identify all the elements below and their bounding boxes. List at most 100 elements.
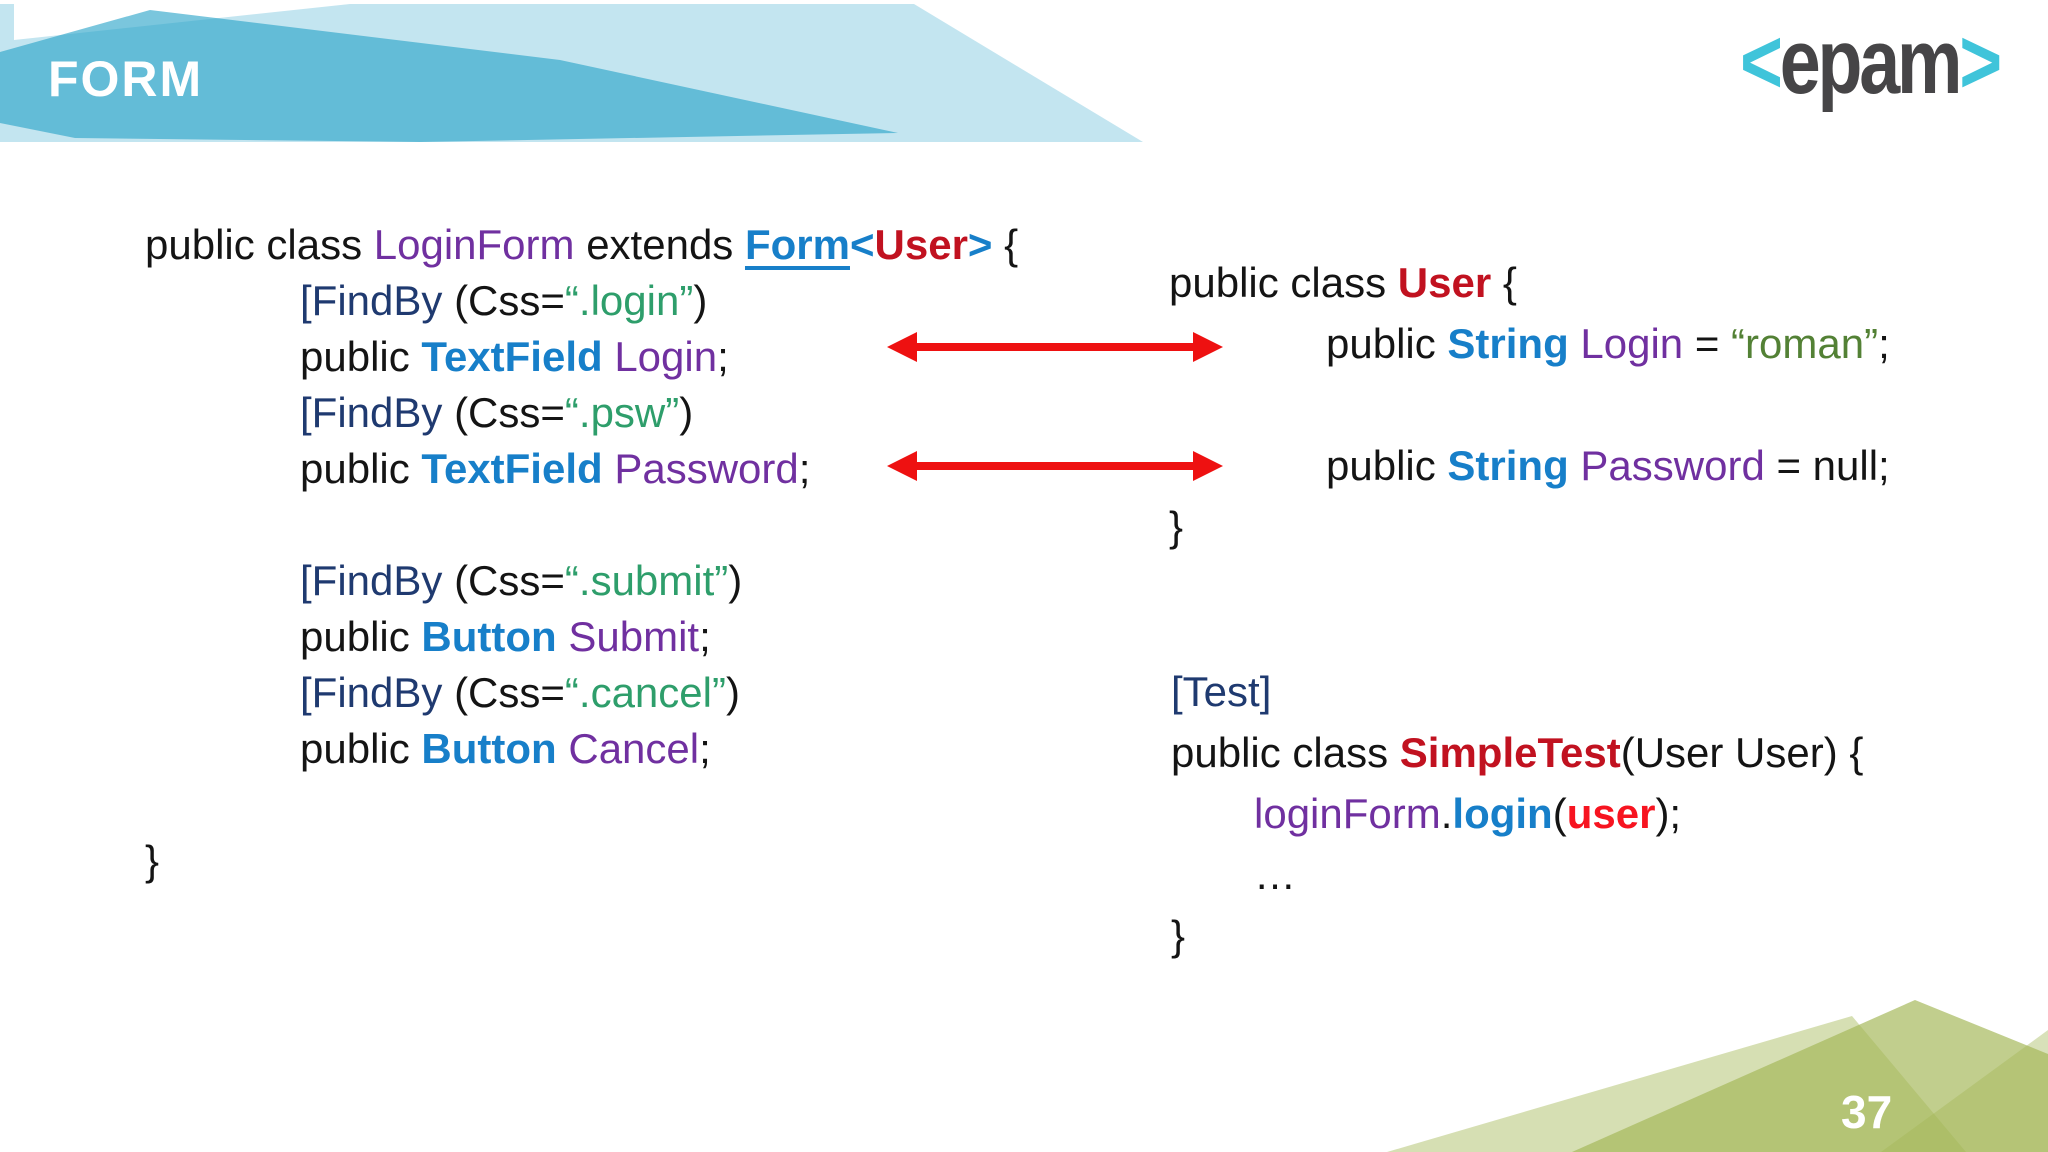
code-token: > — [967, 221, 993, 268]
code-token: loginForm — [1254, 790, 1441, 837]
code-token: Submit — [556, 613, 700, 660]
code-token: Password — [602, 445, 799, 492]
code-token: [FindBy — [300, 389, 455, 436]
code-token: User — [874, 221, 968, 268]
code-token: Cancel — [556, 725, 700, 772]
code-token: [FindBy — [300, 669, 455, 716]
code-line: } — [145, 833, 1018, 889]
code-token: … — [1254, 851, 1296, 898]
code-line — [145, 497, 1018, 553]
code-token: LoginForm — [373, 221, 575, 268]
code-line: public class User { — [1169, 252, 1890, 313]
code-token: (Css= — [454, 669, 565, 716]
code-token: } — [145, 837, 160, 884]
code-line: public String Password = null; — [1169, 435, 1890, 496]
code-token: Login — [1568, 320, 1684, 367]
password-mapping-double-arrow-icon — [887, 451, 1223, 481]
code-token: String — [1447, 320, 1569, 367]
code-token: login — [1452, 790, 1553, 837]
code-line: public String Login = “roman”; — [1169, 313, 1890, 374]
code-token: TextField — [421, 333, 603, 380]
login-mapping-double-arrow-icon — [887, 332, 1223, 362]
code-token: “roman” — [1731, 320, 1879, 367]
code-line: public TextField Password; — [145, 441, 1018, 497]
code-token: Login — [602, 333, 718, 380]
user-code-block: public class User {public String Login =… — [1169, 252, 1890, 557]
code-line: } — [1169, 496, 1890, 557]
code-token: [FindBy — [300, 557, 455, 604]
code-token: user — [1566, 790, 1656, 837]
code-token: = null; — [1764, 442, 1890, 489]
code-line: [FindBy (Css=“.submit”) — [145, 553, 1018, 609]
test-code-block: [Test] public class SimpleTest(User User)… — [1171, 661, 1863, 966]
code-token: public class — [145, 221, 374, 268]
logo-open-bracket-icon: < — [1740, 11, 1783, 113]
code-token: { — [1491, 259, 1517, 306]
code-token: ; — [717, 333, 729, 380]
code-token: [Test] — [1171, 668, 1272, 715]
code-token: (Css= — [454, 557, 565, 604]
code-token: public — [300, 445, 422, 492]
code-token: public — [300, 333, 422, 380]
code-token: “.submit” — [564, 557, 729, 604]
code-line: [FindBy (Css=“.psw”) — [145, 385, 1018, 441]
code-line: … — [1171, 844, 1863, 905]
code-token: “.cancel” — [564, 669, 726, 716]
code-token: public — [1326, 442, 1448, 489]
code-token: ); — [1655, 790, 1682, 837]
code-token: Password — [1568, 442, 1765, 489]
logo-text: epam — [1779, 11, 1963, 113]
code-token: (Css= — [454, 389, 565, 436]
code-token: [FindBy — [300, 277, 455, 324]
code-token: ( — [1552, 790, 1567, 837]
page-number: 37 — [1841, 1086, 1893, 1138]
loginform-code-block: public class LoginForm extends Form<User… — [145, 217, 1018, 889]
code-token: extends — [574, 221, 745, 268]
code-line: public Button Submit; — [145, 609, 1018, 665]
code-line: loginForm.login(user); — [1171, 783, 1863, 844]
footer-right-shape — [1881, 1030, 2048, 1152]
code-line: [FindBy (Css=“.cancel”) — [145, 665, 1018, 721]
code-line: public Button Cancel; — [145, 721, 1018, 777]
epam-logo: <epam> — [1740, 10, 2002, 115]
code-token: = — [1683, 320, 1732, 367]
logo-close-bracket-icon: > — [1959, 11, 2002, 113]
code-line: [FindBy (Css=“.login”) — [145, 273, 1018, 329]
code-line — [145, 777, 1018, 833]
code-token: ; — [699, 613, 711, 660]
code-token: (User User) { — [1620, 729, 1864, 776]
code-token: . — [1440, 790, 1453, 837]
page-title: FORM — [48, 51, 204, 107]
code-token: ) — [725, 669, 740, 716]
code-token: ; — [1878, 320, 1890, 367]
code-token: } — [1169, 503, 1184, 550]
code-token: ) — [693, 277, 708, 324]
code-token: public class — [1169, 259, 1398, 306]
code-line: public class SimpleTest(User User) { — [1171, 722, 1863, 783]
code-token: ; — [798, 445, 811, 492]
code-line — [1169, 374, 1890, 435]
code-token: SimpleTest — [1399, 729, 1621, 776]
code-token: User — [1397, 259, 1492, 306]
code-token: Form — [744, 221, 850, 268]
code-token: } — [1171, 912, 1186, 959]
footer-dark-shape — [1572, 1000, 2048, 1152]
code-token: (Css= — [454, 277, 565, 324]
code-token: public — [300, 613, 422, 660]
code-token: public — [300, 725, 422, 772]
code-line: public class LoginForm extends Form<User… — [145, 217, 1018, 273]
header-white-slash-shape — [14, 4, 350, 40]
code-token: public — [1326, 320, 1448, 367]
code-token: Button — [421, 725, 557, 772]
code-token: public class — [1171, 729, 1400, 776]
code-token: < — [849, 221, 875, 268]
code-token: TextField — [421, 445, 603, 492]
code-token: Button — [421, 613, 557, 660]
code-token: “.login” — [564, 277, 694, 324]
code-line: [Test] — [1171, 661, 1863, 722]
code-token: ; — [699, 725, 711, 772]
code-token: String — [1447, 442, 1569, 489]
code-token: { — [992, 221, 1019, 268]
code-line: public TextField Login; — [145, 329, 1018, 385]
